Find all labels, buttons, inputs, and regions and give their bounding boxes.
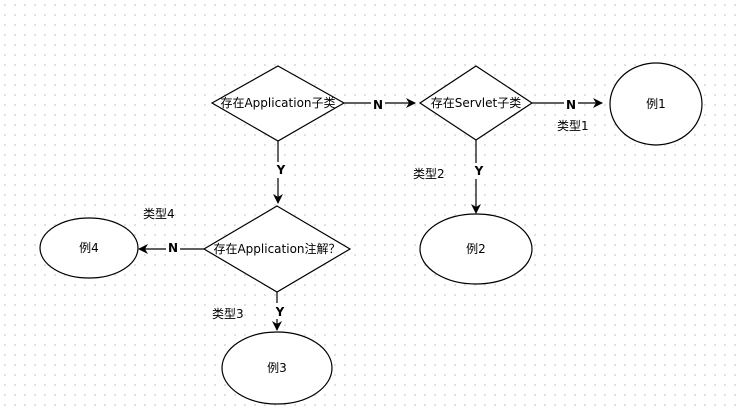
edge-d2-to-e1: N: [532, 96, 603, 112]
decision-label: 存在Application注解？: [213, 241, 340, 256]
annotation-type-4: 类型4: [143, 207, 175, 221]
edge-label-y: Y: [276, 163, 286, 177]
edge-d3-to-e4: N: [138, 240, 205, 256]
result-example-2[interactable]: 例2: [419, 213, 533, 285]
decision-servlet-subclass[interactable]: 存在Servlet子类: [418, 65, 534, 141]
annotation-type-2: 类型2: [413, 167, 445, 181]
result-label: 例4: [79, 241, 99, 255]
decision-application-annotation[interactable]: 存在Application注解？: [202, 205, 352, 293]
edge-label-y: Y: [275, 305, 285, 319]
result-label: 例2: [466, 242, 486, 256]
decision-label: 存在Servlet子类: [431, 96, 521, 110]
edge-d3-to-e3: Y: [272, 292, 287, 331]
result-example-1[interactable]: 例1: [609, 62, 703, 146]
edge-label-n: N: [566, 98, 576, 112]
result-example-4[interactable]: 例4: [39, 217, 139, 279]
edge-d1-to-d3: Y: [273, 141, 288, 204]
edge-label-n: N: [373, 98, 383, 112]
edge-d2-to-e2: Y: [471, 140, 486, 214]
decision-application-subclass[interactable]: 存在Application子类: [210, 65, 346, 142]
annotation-type-1: 类型1: [557, 119, 589, 133]
edge-label-n: N: [168, 241, 178, 255]
edge-d1-to-d2: N: [344, 96, 416, 112]
decision-label: 存在Application子类: [220, 96, 335, 110]
edge-label-y: Y: [474, 164, 484, 178]
result-label: 例1: [646, 97, 666, 111]
annotation-type-3: 类型3: [212, 307, 244, 321]
result-example-3[interactable]: 例3: [221, 331, 333, 405]
result-label: 例3: [267, 361, 287, 375]
